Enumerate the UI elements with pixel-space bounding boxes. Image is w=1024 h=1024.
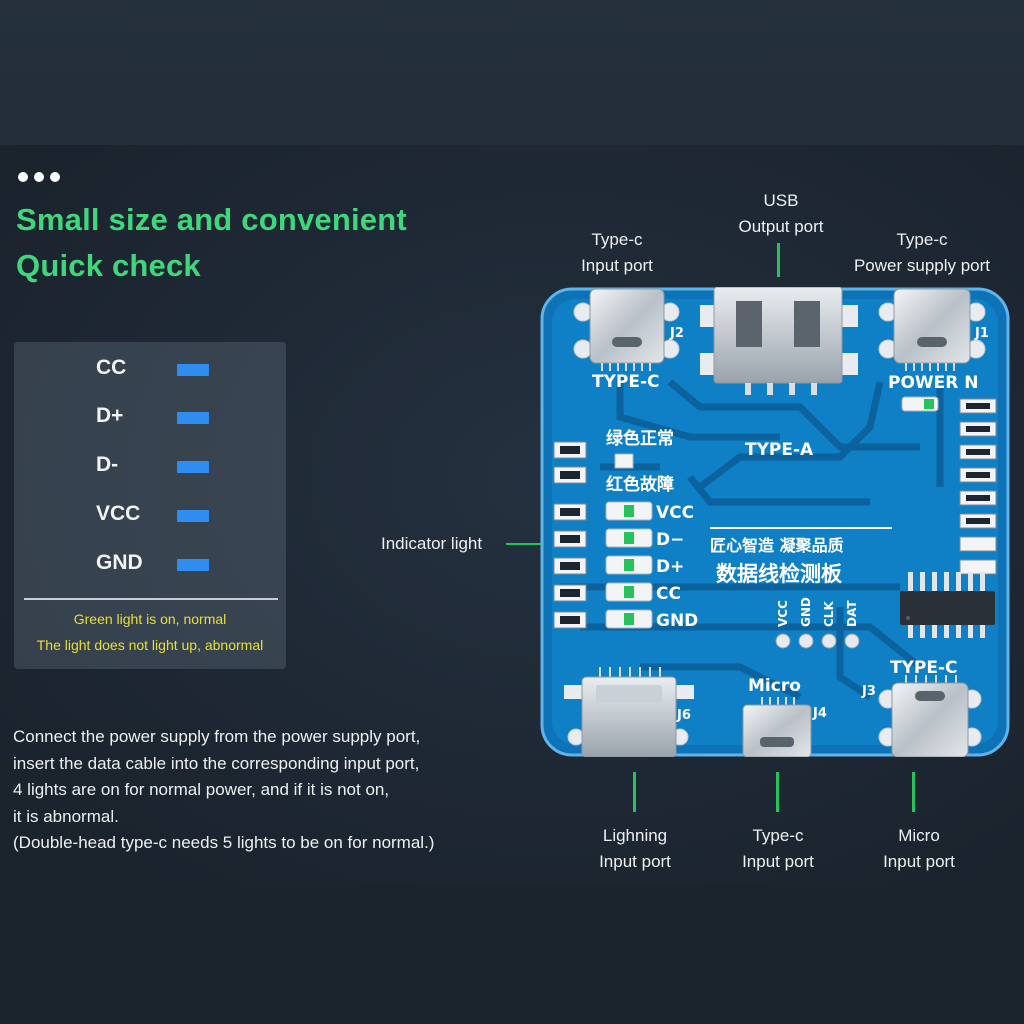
instructions-text: Connect the power supply from the power … xyxy=(13,724,513,857)
callout-line: Lighning xyxy=(602,826,668,845)
legend-divider xyxy=(24,598,278,600)
silk-j6: J6 xyxy=(676,708,691,723)
callout-micro-input: Micro Input port xyxy=(864,823,974,875)
callout-line: Type-c xyxy=(896,230,948,249)
callout-line: Micro xyxy=(898,826,940,845)
silk-product-name: 数据线检测板 xyxy=(716,562,843,586)
silk-j4: J4 xyxy=(812,706,827,721)
usb-type-a-port xyxy=(700,287,858,395)
silk-gnd: GND xyxy=(656,611,698,631)
legend-item-dminus: D- xyxy=(14,453,286,483)
legend-swatch xyxy=(177,461,209,473)
silk-green-normal: 绿色正常 xyxy=(606,428,674,449)
legend-label: CC xyxy=(96,356,127,379)
callout-line: Power supply port xyxy=(853,256,991,275)
headline-line-2: Quick check xyxy=(16,248,201,283)
callout-line: Input port xyxy=(883,852,955,871)
note-normal: Green light is on, normal xyxy=(73,611,227,627)
silk-vcc: VCC xyxy=(656,503,694,523)
callout-line: Type-c xyxy=(752,826,804,845)
silk-power-n: POWER N xyxy=(888,373,979,393)
test-pads xyxy=(775,633,860,649)
pcb-face xyxy=(552,299,998,745)
callout-leader xyxy=(777,243,780,277)
instructions-line: 4 lights are on for normal power, and if… xyxy=(13,780,390,799)
callout-indicator-light: Indicator light xyxy=(381,534,483,553)
silk-red-fault: 红色故障 xyxy=(606,474,674,495)
ic-chip xyxy=(900,572,995,638)
typec-power-port xyxy=(878,288,986,371)
micro-usb-port xyxy=(742,697,812,757)
silk-cc: CC xyxy=(656,584,681,604)
legend-swatch xyxy=(177,510,209,522)
pcb-board: TYPE-C J2 TYPE-A POWER N J1 xyxy=(540,287,1010,757)
callout-typec-input: Type-c Input port xyxy=(565,227,669,279)
silk-pad-dat: DAT xyxy=(845,600,859,627)
legend-label: VCC xyxy=(96,502,141,525)
silk-typec-top-left: TYPE-C xyxy=(592,372,660,392)
silk-type-a: TYPE-A xyxy=(745,440,814,460)
instructions-line: it is abnormal. xyxy=(13,806,119,826)
silk-pad-vcc: VCC xyxy=(776,600,790,627)
callout-line: Output port xyxy=(738,217,824,236)
callout-leader xyxy=(633,772,636,812)
ellipsis-icon xyxy=(18,172,60,182)
legend-item-vcc: VCC xyxy=(14,502,286,532)
legend-label: GND xyxy=(96,551,143,574)
instructions-line: insert the data cable into the correspon… xyxy=(13,753,420,773)
callout-leader xyxy=(912,772,915,812)
silk-dminus: D− xyxy=(656,530,684,550)
instructions-line: Connect the power supply from the power … xyxy=(13,727,421,746)
callout-typec-input-bottom: Type-c Input port xyxy=(723,823,833,875)
typec-input-port xyxy=(573,288,680,371)
callout-line: Input port xyxy=(742,852,814,871)
legend-swatch xyxy=(177,412,209,424)
silk-j3: J3 xyxy=(861,684,876,699)
legend-item-gnd: GND xyxy=(14,551,286,581)
note-abnormal: The light does not light up, abnormal xyxy=(36,637,264,653)
callout-leader xyxy=(506,543,544,545)
power-led-green xyxy=(924,399,934,409)
legend-item-cc: CC xyxy=(14,356,286,386)
instructions-line: (Double-head type-c needs 5 lights to be… xyxy=(13,833,435,852)
callout-line: Input port xyxy=(581,256,653,275)
lightning-port xyxy=(564,667,694,757)
silk-j1: J1 xyxy=(974,326,989,341)
legend-panel: CC D+ D- VCC GND Green light is on, norm… xyxy=(14,342,286,669)
legend-label: D+ xyxy=(96,404,124,427)
silk-pad-gnd: GND xyxy=(799,597,813,627)
silk-j2: J2 xyxy=(669,326,684,341)
silk-typec-bottom: TYPE-C xyxy=(890,658,958,678)
callout-line: Type-c xyxy=(591,230,643,249)
headline-line-1: Small size and convenient xyxy=(16,202,407,237)
callout-usb-output: USB Output port xyxy=(729,188,833,240)
silk-dplus: D+ xyxy=(656,557,684,577)
indicator-leds xyxy=(605,501,653,629)
callout-leader xyxy=(776,772,779,812)
callout-line: Input port xyxy=(599,852,671,871)
legend-swatch xyxy=(177,559,209,571)
silk-micro: Micro xyxy=(748,676,801,696)
silk-pad-clk: CLK xyxy=(822,601,836,627)
callout-typec-power: Type-c Power supply port xyxy=(838,227,1006,279)
legend-label: D- xyxy=(96,453,119,476)
legend-swatch xyxy=(177,364,209,376)
legend-led xyxy=(614,453,634,469)
callout-lightning-input: Lighning Input port xyxy=(580,823,690,875)
silk-slogan: 匠心智造 凝聚品质 xyxy=(710,536,844,555)
legend-item-dplus: D+ xyxy=(14,404,286,434)
callout-line: USB xyxy=(763,191,799,210)
typec-input-port-bottom xyxy=(878,675,982,757)
